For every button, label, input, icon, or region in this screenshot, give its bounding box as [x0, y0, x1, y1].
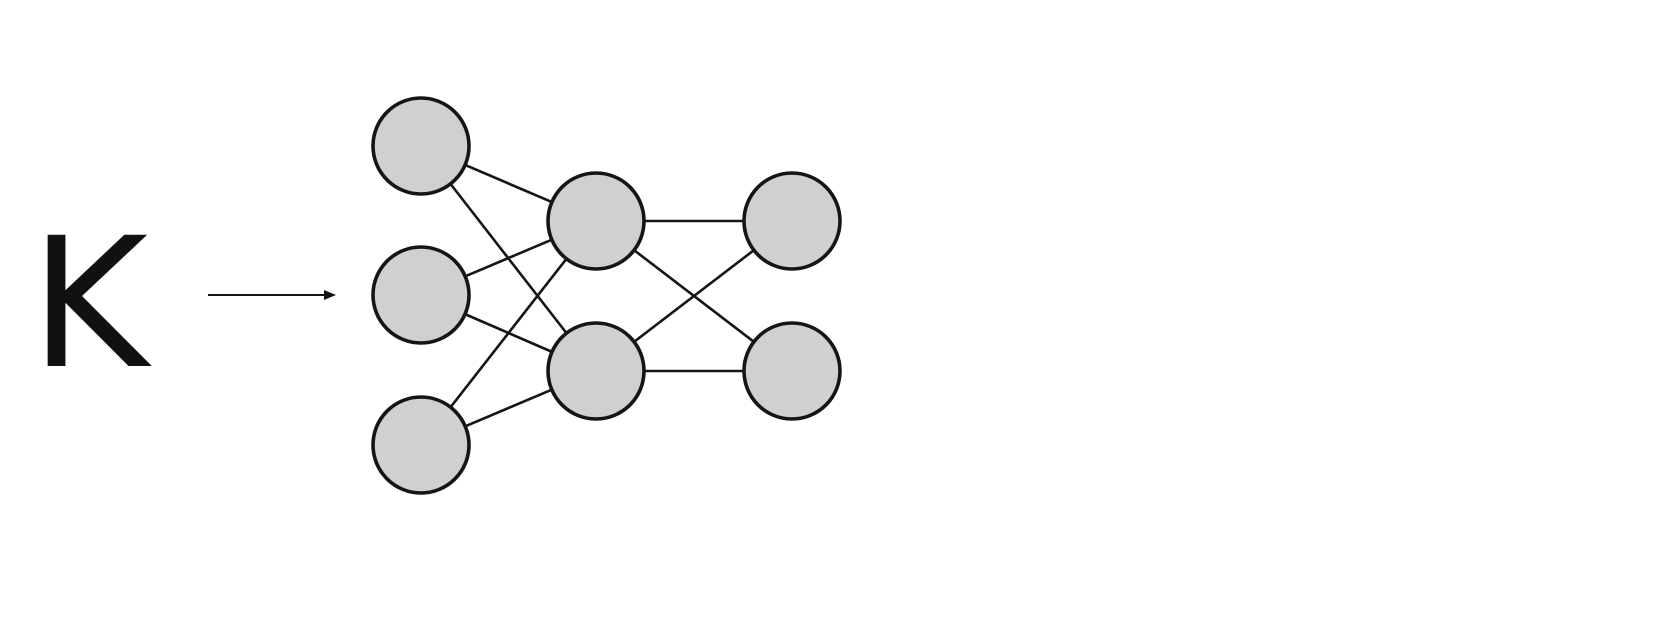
hidden-node-h2: [546, 321, 646, 421]
input-node-i3: [371, 395, 471, 495]
edge-i3-h1: [449, 258, 568, 408]
input-node-i2: [371, 245, 471, 345]
input-glyph: K: [30, 200, 152, 409]
hidden-node-h1: [546, 171, 646, 271]
network-nodes: [371, 96, 842, 495]
edge-h2-o1: [633, 249, 755, 343]
input-arrow: [208, 290, 336, 300]
edge-i2-h1: [464, 238, 553, 278]
network-edges: [449, 163, 755, 428]
input-node-i1: [371, 96, 471, 196]
output-node-o2: [742, 321, 842, 421]
edge-i3-h2: [464, 388, 553, 428]
arrow-head-icon: [324, 290, 336, 300]
edge-i1-h1: [464, 163, 553, 204]
output-node-o1: [742, 171, 842, 271]
